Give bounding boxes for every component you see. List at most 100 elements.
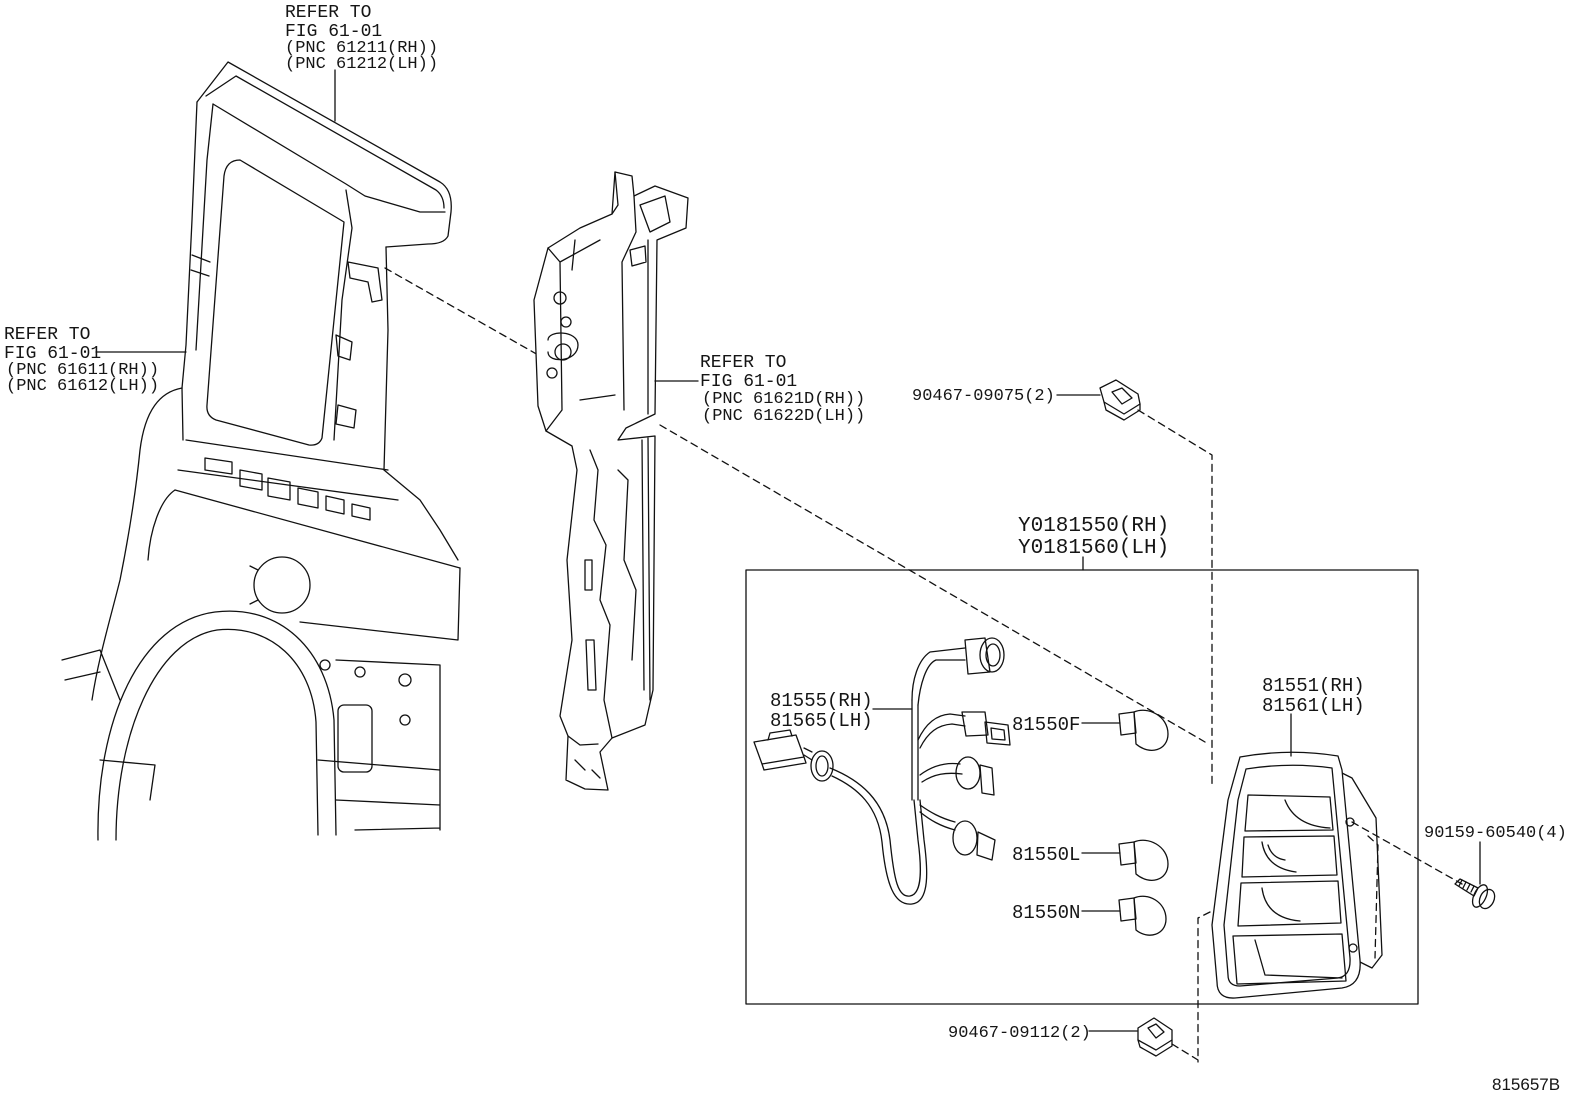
pillar-joint [190,254,211,277]
assembly-guide-lines [384,267,1463,1063]
quarter-panel [61,61,461,841]
callout-roof-line-1: REFER TO [285,3,371,23]
bulb-f-glass [1133,709,1169,751]
screw-head [1478,888,1496,910]
bumper-side-bits [61,649,156,801]
pillar-foot [567,735,601,779]
fuel-filler-hinge [249,565,259,605]
lamp-reflector-lines [1254,799,1343,979]
sill-bracket [383,469,459,561]
harness-connector-lead [803,747,813,761]
clip-upper [1099,379,1141,421]
pillar-lower-slots [584,559,597,691]
bulb-l-glass [1133,839,1169,881]
pillar-hole-ring [547,332,579,361]
rear-combination-lamp [1211,751,1383,999]
harness-branch-2 [917,713,966,749]
d-pillar-front-edge [333,189,353,441]
d-pillar-rear-edge [383,246,389,471]
lamp-mounting-stud-upper [1345,817,1355,827]
clip-upper-flange [1103,401,1141,421]
fender-outer-edge [91,387,183,701]
clip-lower [1137,1017,1173,1057]
lower-hole-3 [398,673,412,687]
figure-code: 815657B [1492,1075,1560,1094]
socket-1-inner [985,643,1001,667]
d-pillar-bracket-lower [335,334,357,429]
c-pillar-inner-edge [195,103,214,351]
socket-3-body [955,756,981,790]
callout-pillar-line-2: FIG 61-01 [700,372,797,392]
pillar-rear-seam [641,239,651,701]
callout-quarter-line-3: (PNC 61611(RH)) [6,361,159,380]
callout-roof-line-3: (PNC 61211(RH)) [285,39,438,58]
roof-rail-outline [196,61,452,248]
bulb-n-base [1118,897,1137,922]
socket-2-plug [984,721,1011,746]
label-screw: 90159-60540(4) [1424,824,1567,843]
pillar-top-bracket [629,195,671,267]
pillar-upper-flange [611,171,637,411]
harness-connector [753,729,807,771]
callout-quarter-line-2: FIG 61-01 [4,344,101,364]
clip-lower-opening [1147,1023,1165,1039]
label-assembly-lh: Y0181560(LH) [1018,537,1169,560]
sill-slots [204,457,371,521]
bulb-f-base [1118,711,1137,736]
callout-pillar: REFER TO FIG 61-01 (PNC 61621D(RH)) (PNC… [700,353,865,426]
label-lens-lh: 81561(LH) [1262,695,1365,717]
lower-inner-opening [337,704,373,773]
sill-band [174,387,461,569]
c-pillar-outer-edge [181,101,198,389]
socket-3-tab [979,764,995,796]
harness-grommet-inner [815,755,829,777]
guide-clip-upper-to-lamp [1137,409,1213,788]
lower-panel-left-edge [147,489,176,561]
guide-pillar-to-lamp [659,424,1206,743]
guide-clip-lower-to-lamp [1171,911,1211,1063]
pillar-upper-detail [545,239,616,432]
wheel-arch-flange [115,628,319,841]
label-assembly-rh: Y0181550(RH) [1018,515,1169,538]
socket-1-face [979,637,1005,673]
harness-grommet [810,750,834,782]
lamp-lens-4 [1232,933,1347,985]
lamp-housing-inner [1223,764,1351,987]
pillar-hole-4 [546,367,558,379]
bulb-n-glass [1133,895,1167,936]
guide-stud-vertical [1367,835,1379,959]
label-clip-upper: 90467-09075(2) [912,387,1055,406]
lamp-mounting-stud-lower [1348,943,1358,953]
callout-quarter-line-1: REFER TO [4,325,90,345]
lower-hole-1 [319,659,331,671]
lamp-assembly-box [745,569,1419,1005]
socket-4-body [952,820,978,856]
callout-pillar-line-4: (PNC 61622D(LH)) [702,407,865,426]
label-socket-lh: 81565(LH) [770,710,873,732]
callout-roof-line-4: (PNC 61212(LH)) [285,55,438,74]
lamp-lens-2 [1241,835,1338,878]
label-lens-rh: 81551(RH) [1262,675,1365,697]
quarter-window-opening [206,159,345,446]
harness-branch-4 [919,804,956,831]
leader-lines [95,69,1481,1032]
fuel-filler-opening [253,556,311,614]
lamp-lens-3 [1237,880,1342,927]
label-bulb-l: 81550L [1012,844,1080,866]
lamp-lens-1 [1244,794,1334,832]
harness-cable [829,767,928,905]
bulb-l-base [1118,841,1137,866]
harness-trunk [911,699,919,801]
lamp-housing-outer [1211,751,1361,999]
guide-stud-to-screw [1351,821,1463,885]
pillar-lower-ribs [589,449,637,739]
callout-roof: REFER TO FIG 61-01 (PNC 61211(RH)) (PNC … [285,3,438,74]
label-socket-rh: 81555(RH) [770,690,873,712]
pillar-outline [533,171,689,791]
roof-rail-edge [205,75,445,209]
callout-quarter-line-4: (PNC 61612(LH)) [6,377,159,396]
label-clip-lower: 90467-09112(2) [948,1024,1091,1043]
lower-hole-2 [354,666,366,678]
clip-lower-flange [1137,1039,1173,1057]
callout-roof-line-2: FIG 61-01 [285,22,382,42]
